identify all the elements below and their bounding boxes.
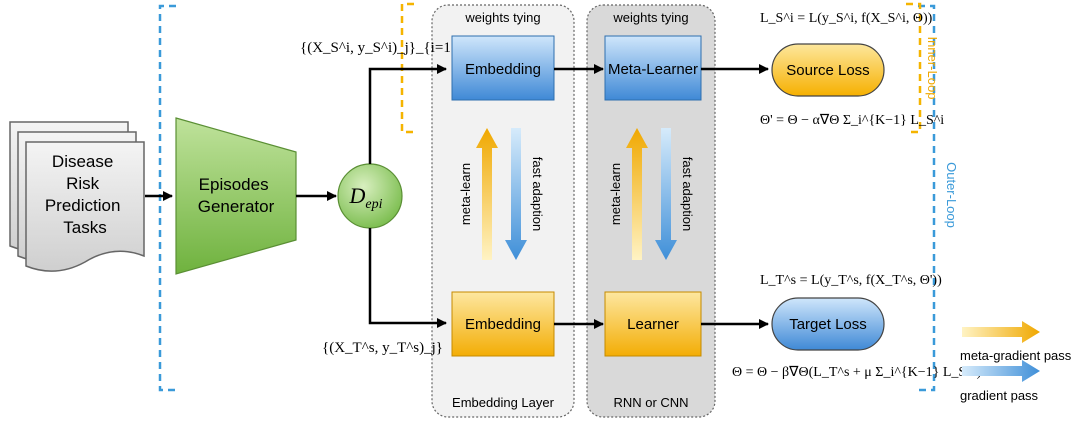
inner-update-formula: Θ' = Θ − α∇Θ Σ_i^{K−1} L_S^i	[760, 113, 944, 128]
target-loss-pill	[771, 297, 885, 351]
source-loss-pill	[771, 43, 885, 97]
generator-line-1: Episodes	[199, 175, 269, 194]
svg-text:Episodes Generator: Episodes Generator	[198, 175, 275, 216]
meta-gradient-legend-label: meta-gradient pass	[960, 348, 1072, 363]
tasks-line-3: Prediction	[45, 196, 121, 215]
meta-learn-label-model: meta-learn	[608, 163, 623, 225]
gradient-legend-arrow	[962, 360, 1040, 382]
d-epi-subscript: epi	[365, 197, 382, 212]
meta-learn-arrow-model	[626, 128, 648, 260]
target-set-notation: {(X_T^s, y_T^s)_j}	[322, 340, 443, 356]
embedding-top-label: Embedding	[465, 61, 541, 78]
episodes-generator-shape	[175, 117, 297, 275]
embedding-bottom-box	[451, 291, 555, 357]
meta-gradient-legend-arrow	[962, 321, 1040, 343]
tasks-line-4: Tasks	[63, 218, 106, 237]
d-epi-node	[337, 163, 403, 229]
generator-line-2: Generator	[198, 197, 275, 216]
meta-learn-label-embedding: meta-learn	[458, 163, 473, 225]
embedding-layer-label: Embedding Layer	[452, 395, 555, 410]
fast-adaption-label-model: fast adaption	[680, 157, 695, 231]
model-weights-tying-label: weights tying	[612, 10, 688, 25]
fast-adaption-arrow-embedding	[505, 128, 527, 260]
arrow-depi-to-bottom-embedding	[368, 228, 447, 328]
outer-loop-bracket	[158, 4, 936, 392]
svg-text:Disease Risk Predi: Disease Risk Prediction Tasks	[45, 152, 125, 237]
meta-learner-box	[604, 35, 702, 101]
target-loss-label: Target Loss	[789, 316, 867, 333]
embedding-weights-tying-label: weights tying	[464, 10, 540, 25]
rnn-cnn-label: RNN or CNN	[613, 395, 688, 410]
source-loss-label: Source Loss	[786, 62, 869, 79]
fast-adaption-arrow-model	[655, 128, 677, 260]
gradient-legend-label: gradient pass	[960, 388, 1039, 403]
arrow-depi-to-top-embedding	[368, 64, 447, 164]
embedding-top-box	[451, 35, 555, 101]
fast-adaption-label-embedding: fast adaption	[530, 157, 545, 231]
outer-loop-label: Outer-Loop	[944, 162, 959, 228]
source-loss-formula: L_S^i = L(y_S^i, f(X_S^i, Θ))	[760, 11, 933, 26]
inner-loop-label: Inner-Loop	[925, 37, 940, 100]
embedding-bottom-label: Embedding	[465, 316, 541, 333]
meta-learn-arrow-embedding	[476, 128, 498, 260]
target-loss-formula: L_T^s = L(y_T^s, f(X_T^s, Θ'))	[760, 273, 942, 288]
meta-learner-label: Meta-Learner	[608, 61, 698, 78]
tasks-line-2: Risk	[66, 174, 100, 193]
outer-update-formula: Θ = Θ − β∇Θ(L_T^s + μ Σ_i^{K−1} L_S^i)	[732, 365, 982, 380]
svg-text:Depi: Depi	[349, 183, 383, 212]
disease-tasks-document-stack: Disease Risk Prediction Tasks	[9, 121, 145, 272]
tasks-line-1: Disease	[52, 152, 113, 171]
learner-label: Learner	[627, 316, 679, 333]
d-epi-symbol: D	[349, 183, 366, 208]
learner-box	[604, 291, 702, 357]
